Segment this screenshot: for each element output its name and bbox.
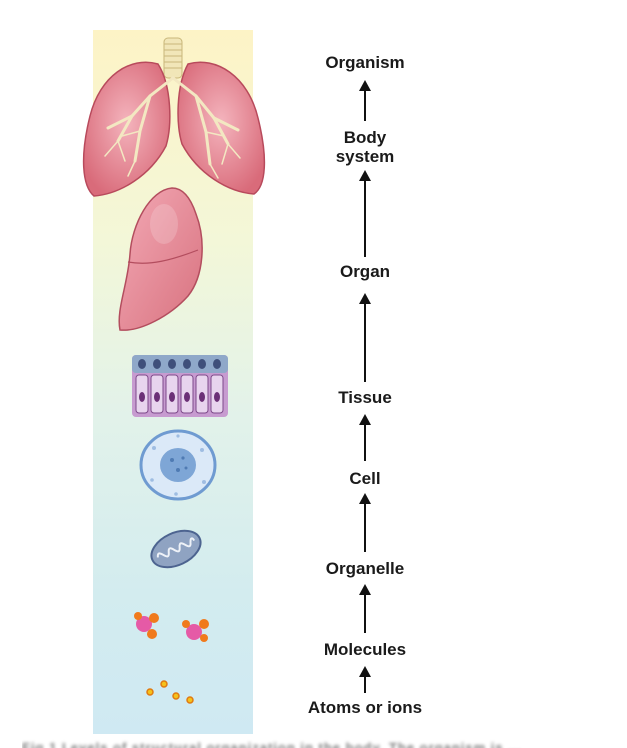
molecules-icon xyxy=(134,612,209,642)
arrow-up-icon xyxy=(359,170,371,257)
figure-caption: Fig 1 Levels of structural organization … xyxy=(22,737,612,748)
figure-caption-text: Fig 1 Levels of structural organization … xyxy=(22,740,523,748)
arrow-up-icon xyxy=(359,293,371,382)
arrow-up-icon xyxy=(359,414,371,461)
level-label-body-system-line2: system xyxy=(335,147,395,166)
arrow-up-icon xyxy=(359,493,371,552)
level-label-body-system-line1: Body xyxy=(343,128,387,147)
epithelial-tissue-icon xyxy=(132,355,228,417)
level-label-body-system: Body system xyxy=(285,128,445,166)
arrow-up-icon xyxy=(359,80,371,121)
level-label-organism: Organism xyxy=(325,53,405,72)
level-label-organ: Organ xyxy=(339,262,391,281)
arrow-up-icon xyxy=(359,584,371,633)
level-label-molecules: Molecules xyxy=(323,640,407,659)
level-label-atoms-or-ions: Atoms or ions xyxy=(307,698,423,717)
lung-lobe-icon xyxy=(118,187,203,331)
mitochondrion-icon xyxy=(150,529,202,569)
level-label-cell: Cell xyxy=(349,469,381,488)
lungs-icon xyxy=(82,37,266,197)
level-label-organelle: Organelle xyxy=(325,559,405,578)
level-label-tissue: Tissue xyxy=(338,388,392,407)
atoms-icon xyxy=(146,680,194,704)
arrow-up-icon xyxy=(359,666,371,693)
cell-icon xyxy=(139,429,217,501)
